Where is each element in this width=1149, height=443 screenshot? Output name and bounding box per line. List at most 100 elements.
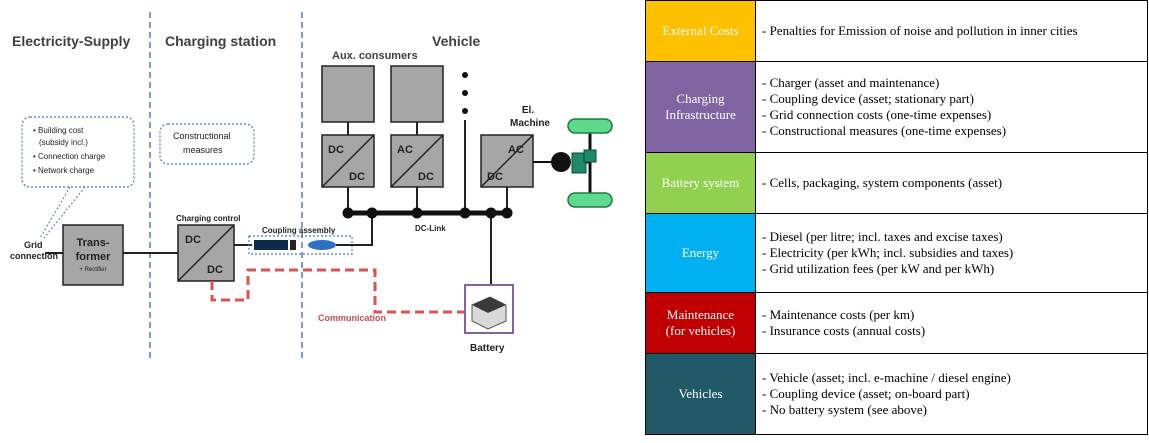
grid-label: connection <box>10 251 58 261</box>
category-cell: Battery system <box>645 152 756 214</box>
communication-label: Communication <box>318 313 386 323</box>
cost-item: - Diesel (per litre; incl. taxes and exc… <box>762 229 1003 244</box>
motor-shaft <box>551 152 571 172</box>
bus-node <box>485 207 497 219</box>
category-cell: Vehicles <box>645 353 756 435</box>
power-line <box>336 213 373 246</box>
converter-diagonal <box>480 134 534 188</box>
callout-line <box>39 186 71 239</box>
coupling-connector <box>308 240 336 250</box>
transformer-label: former <box>76 251 112 263</box>
bus-node <box>459 207 471 219</box>
zone-title-electricity-supply: Electricity-Supply <box>12 33 130 49</box>
category-label: Vehicles <box>678 386 723 401</box>
category-label: Charging <box>676 91 725 106</box>
ellipsis-dot <box>462 108 468 114</box>
supply-note-3: • Connection charge <box>33 152 106 161</box>
supply-notes-box <box>21 116 135 188</box>
cost-item: - Cells, packaging, system components (a… <box>762 175 1003 190</box>
coupling-cable <box>254 240 288 250</box>
cost-item: - Electricity (per kWh; incl. subsidies … <box>762 245 1014 260</box>
converter-ac-label: AC <box>397 144 413 156</box>
wheel-top <box>567 118 613 134</box>
ellipsis-dot <box>462 90 468 96</box>
category-label: Infrastructure <box>665 107 736 122</box>
category-label: (for vehicles) <box>665 323 736 338</box>
cost-item: - Coupling device (asset; on-board part) <box>762 386 970 401</box>
converter-diagonal <box>390 134 444 188</box>
table-row: Vehicles - Vehicle (asset; incl. e-machin… <box>645 353 1148 435</box>
cost-item: - Maintenance costs (per km) <box>762 307 915 322</box>
communication-line <box>210 268 465 314</box>
battery-label: Battery <box>470 343 505 354</box>
table-row: External Costs - Penalties for Emission o… <box>645 0 1148 62</box>
el-machine-label: Machine <box>510 118 550 129</box>
category-label: External Costs <box>662 23 739 38</box>
converter-ac-label: AC <box>508 144 524 156</box>
transformer-label: Trans- <box>76 237 109 249</box>
differential <box>583 149 597 163</box>
cost-table: External Costs - Penalties for Emission o… <box>645 0 1148 435</box>
converter-dc-label: DC <box>185 234 201 246</box>
grid-label: Grid <box>24 240 43 250</box>
cost-item: - Insurance costs (annual costs) <box>762 323 926 338</box>
bus-node <box>501 207 513 219</box>
cost-item: - No battery system (see above) <box>762 402 927 417</box>
category-label: Maintenance <box>666 307 735 322</box>
dc-link-label: DC-Link <box>415 224 446 233</box>
converter-dc-label: DC <box>418 171 434 183</box>
el-machine-label: El. <box>522 105 534 116</box>
items-cell: - Maintenance costs (per km)- Insurance … <box>755 292 1148 354</box>
transformer-box <box>62 224 124 286</box>
zone-title-vehicle: Vehicle <box>432 33 480 49</box>
converter-diagonal <box>321 134 375 188</box>
charging-control-label: Charging control <box>176 214 240 223</box>
cost-item: - Grid connection costs (one-time expens… <box>762 107 992 122</box>
converter-dc-label: DC <box>207 264 223 276</box>
supply-note-4: • Network charge <box>33 166 95 175</box>
items-cell: - Charger (asset and maintenance)- Coupl… <box>755 61 1148 153</box>
converter-dc-label: DC <box>328 144 344 156</box>
cost-item: - Grid utilization fees (per kW and per … <box>762 261 995 276</box>
items-cell: - Vehicle (asset; incl. e-machine / dies… <box>755 353 1148 435</box>
category-label: Battery system <box>661 175 740 190</box>
station-notes-box <box>159 123 255 165</box>
callout-line <box>43 186 86 239</box>
cost-item: - Charger (asset and maintenance) <box>762 75 940 90</box>
converter-diagonal <box>177 224 235 282</box>
cost-item: - Constructional measures (one-time expe… <box>762 123 1007 138</box>
cost-item: - Vehicle (asset; incl. e-machine / dies… <box>762 370 1011 385</box>
supply-note-2: (subsidy incl.) <box>39 138 88 147</box>
items-cell: - Cells, packaging, system components (a… <box>755 152 1148 214</box>
category-cell: Energy <box>645 213 756 293</box>
charging-system-diagram: Electricity-Supply Charging station Vehi… <box>10 12 613 360</box>
converter-dc-label: DC <box>349 171 365 183</box>
transformer-sub: + Rectifier <box>79 267 106 273</box>
table-row: Energy - Diesel (per litre; incl. taxes a… <box>645 213 1148 293</box>
zone-title-charging-station: Charging station <box>165 33 276 49</box>
table-row: Maintenance(for vehicles)- Maintenance c… <box>645 292 1148 354</box>
items-cell: - Diesel (per litre; incl. taxes and exc… <box>755 213 1148 293</box>
aux-consumer-2 <box>390 65 444 123</box>
aux-consumer-1 <box>321 65 375 123</box>
items-cell: - Penalties for Emission of noise and po… <box>755 0 1148 62</box>
supply-note-1: • Building cost <box>33 126 84 135</box>
bus-node <box>411 207 423 219</box>
bus-node <box>342 207 354 219</box>
coupling-plug <box>290 240 296 250</box>
bus-node <box>366 207 378 219</box>
converter-dc-label: DC <box>487 171 503 183</box>
station-note-2: measures <box>183 145 223 155</box>
ellipsis-dot <box>462 72 468 78</box>
category-cell: External Costs <box>645 0 756 62</box>
table-row: Battery system - Cells, packaging, system… <box>645 152 1148 214</box>
station-note-1: Constructional <box>173 131 231 141</box>
aux-consumers-label: Aux. consumers <box>332 50 418 62</box>
battery-cells <box>472 297 506 313</box>
cost-item: - Penalties for Emission of noise and po… <box>762 23 1078 38</box>
wheel-bottom <box>567 192 613 208</box>
category-cell: Maintenance(for vehicles) <box>645 292 756 354</box>
coupling-assembly-label: Coupling assembly <box>262 226 336 235</box>
